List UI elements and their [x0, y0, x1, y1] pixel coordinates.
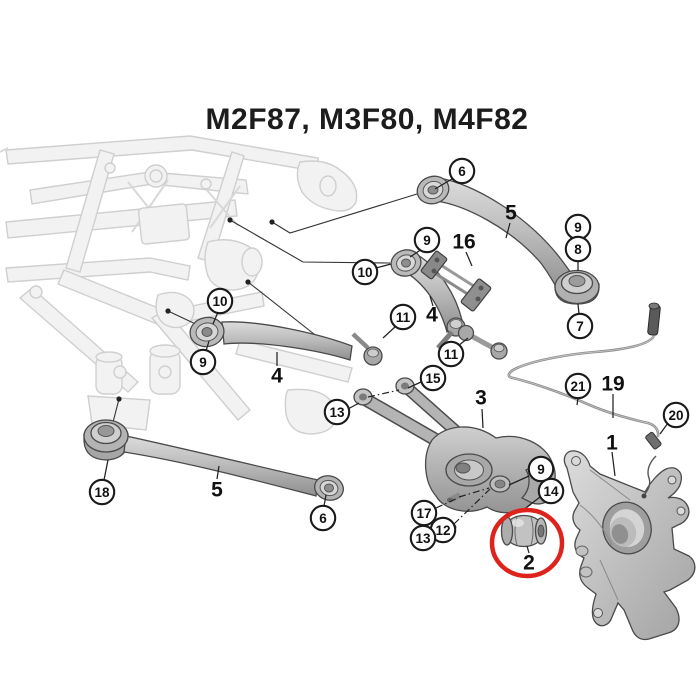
svg-text:18: 18 — [94, 485, 110, 500]
svg-text:20: 20 — [668, 408, 683, 423]
stabilizer-link-right — [457, 324, 508, 360]
svg-text:21: 21 — [570, 379, 586, 394]
part-label-4: 4 — [271, 365, 283, 388]
svg-text:7: 7 — [576, 319, 584, 334]
svg-text:9: 9 — [537, 462, 545, 477]
svg-text:10: 10 — [357, 265, 372, 280]
svg-text:11: 11 — [444, 347, 459, 362]
callout-6: 6 — [309, 504, 337, 532]
svg-text:17: 17 — [416, 506, 431, 521]
upper-camber-arm-5 — [416, 175, 600, 305]
svg-text:9: 9 — [574, 220, 582, 235]
highlight-circle-part-2 — [489, 507, 565, 579]
callout-13: 13 — [409, 524, 437, 552]
bushing-2 — [500, 514, 548, 548]
callout-10: 10 — [206, 287, 234, 315]
brake-sensor-cable-19 — [507, 302, 662, 499]
svg-text:8: 8 — [574, 242, 582, 257]
callout-7: 7 — [566, 312, 594, 340]
callout-8: 8 — [564, 235, 592, 263]
svg-text:12: 12 — [435, 523, 450, 538]
callout-21: 21 — [564, 372, 592, 400]
svg-text:11: 11 — [396, 310, 411, 325]
callout-11: 11 — [389, 303, 417, 331]
svg-text:6: 6 — [319, 511, 327, 526]
callout-9: 9 — [189, 348, 217, 376]
track-arm-4-left — [189, 316, 383, 366]
callout-9: 9 — [527, 455, 555, 483]
callout-9: 9 — [413, 226, 441, 254]
upper-guide-arm-4 — [390, 249, 466, 350]
subframe-background — [0, 135, 358, 435]
part-label-5: 5 — [505, 202, 517, 225]
callout-11: 11 — [437, 340, 465, 368]
part-label-1: 1 — [606, 432, 618, 455]
callout-10: 10 — [351, 258, 379, 286]
callout-15: 15 — [419, 364, 447, 392]
wheel-carrier-1 — [563, 450, 696, 641]
sensor-head-20 — [645, 431, 662, 450]
callout-18: 18 — [88, 478, 116, 506]
part-label-4: 4 — [426, 304, 438, 327]
svg-text:13: 13 — [329, 405, 345, 420]
part-label-16: 16 — [452, 231, 475, 254]
part-label-19: 19 — [601, 373, 624, 396]
svg-text:13: 13 — [415, 531, 431, 546]
svg-text:9: 9 — [199, 355, 207, 370]
callout-14: 14 — [537, 477, 565, 505]
callout-6: 6 — [448, 157, 476, 185]
part-label-5: 5 — [211, 479, 223, 502]
diagram-title: M2F87, M3F80, M4F82 — [205, 103, 529, 136]
svg-text:14: 14 — [543, 484, 559, 499]
callout-17: 17 — [410, 499, 438, 527]
callout-9: 9 — [564, 213, 592, 241]
lower-control-arm-3 — [353, 377, 556, 531]
callout-20: 20 — [662, 401, 690, 429]
svg-text:9: 9 — [423, 233, 431, 248]
lower-camber-arm-5 — [83, 419, 344, 501]
part-label-2: 2 — [523, 552, 535, 575]
svg-text:6: 6 — [458, 164, 466, 179]
callout-12: 12 — [429, 516, 457, 544]
svg-text:10: 10 — [212, 294, 227, 309]
adjustment-linkage-16 — [420, 250, 492, 312]
part-label-3: 3 — [475, 387, 487, 410]
callout-13: 13 — [323, 398, 351, 426]
svg-text:15: 15 — [425, 371, 441, 386]
